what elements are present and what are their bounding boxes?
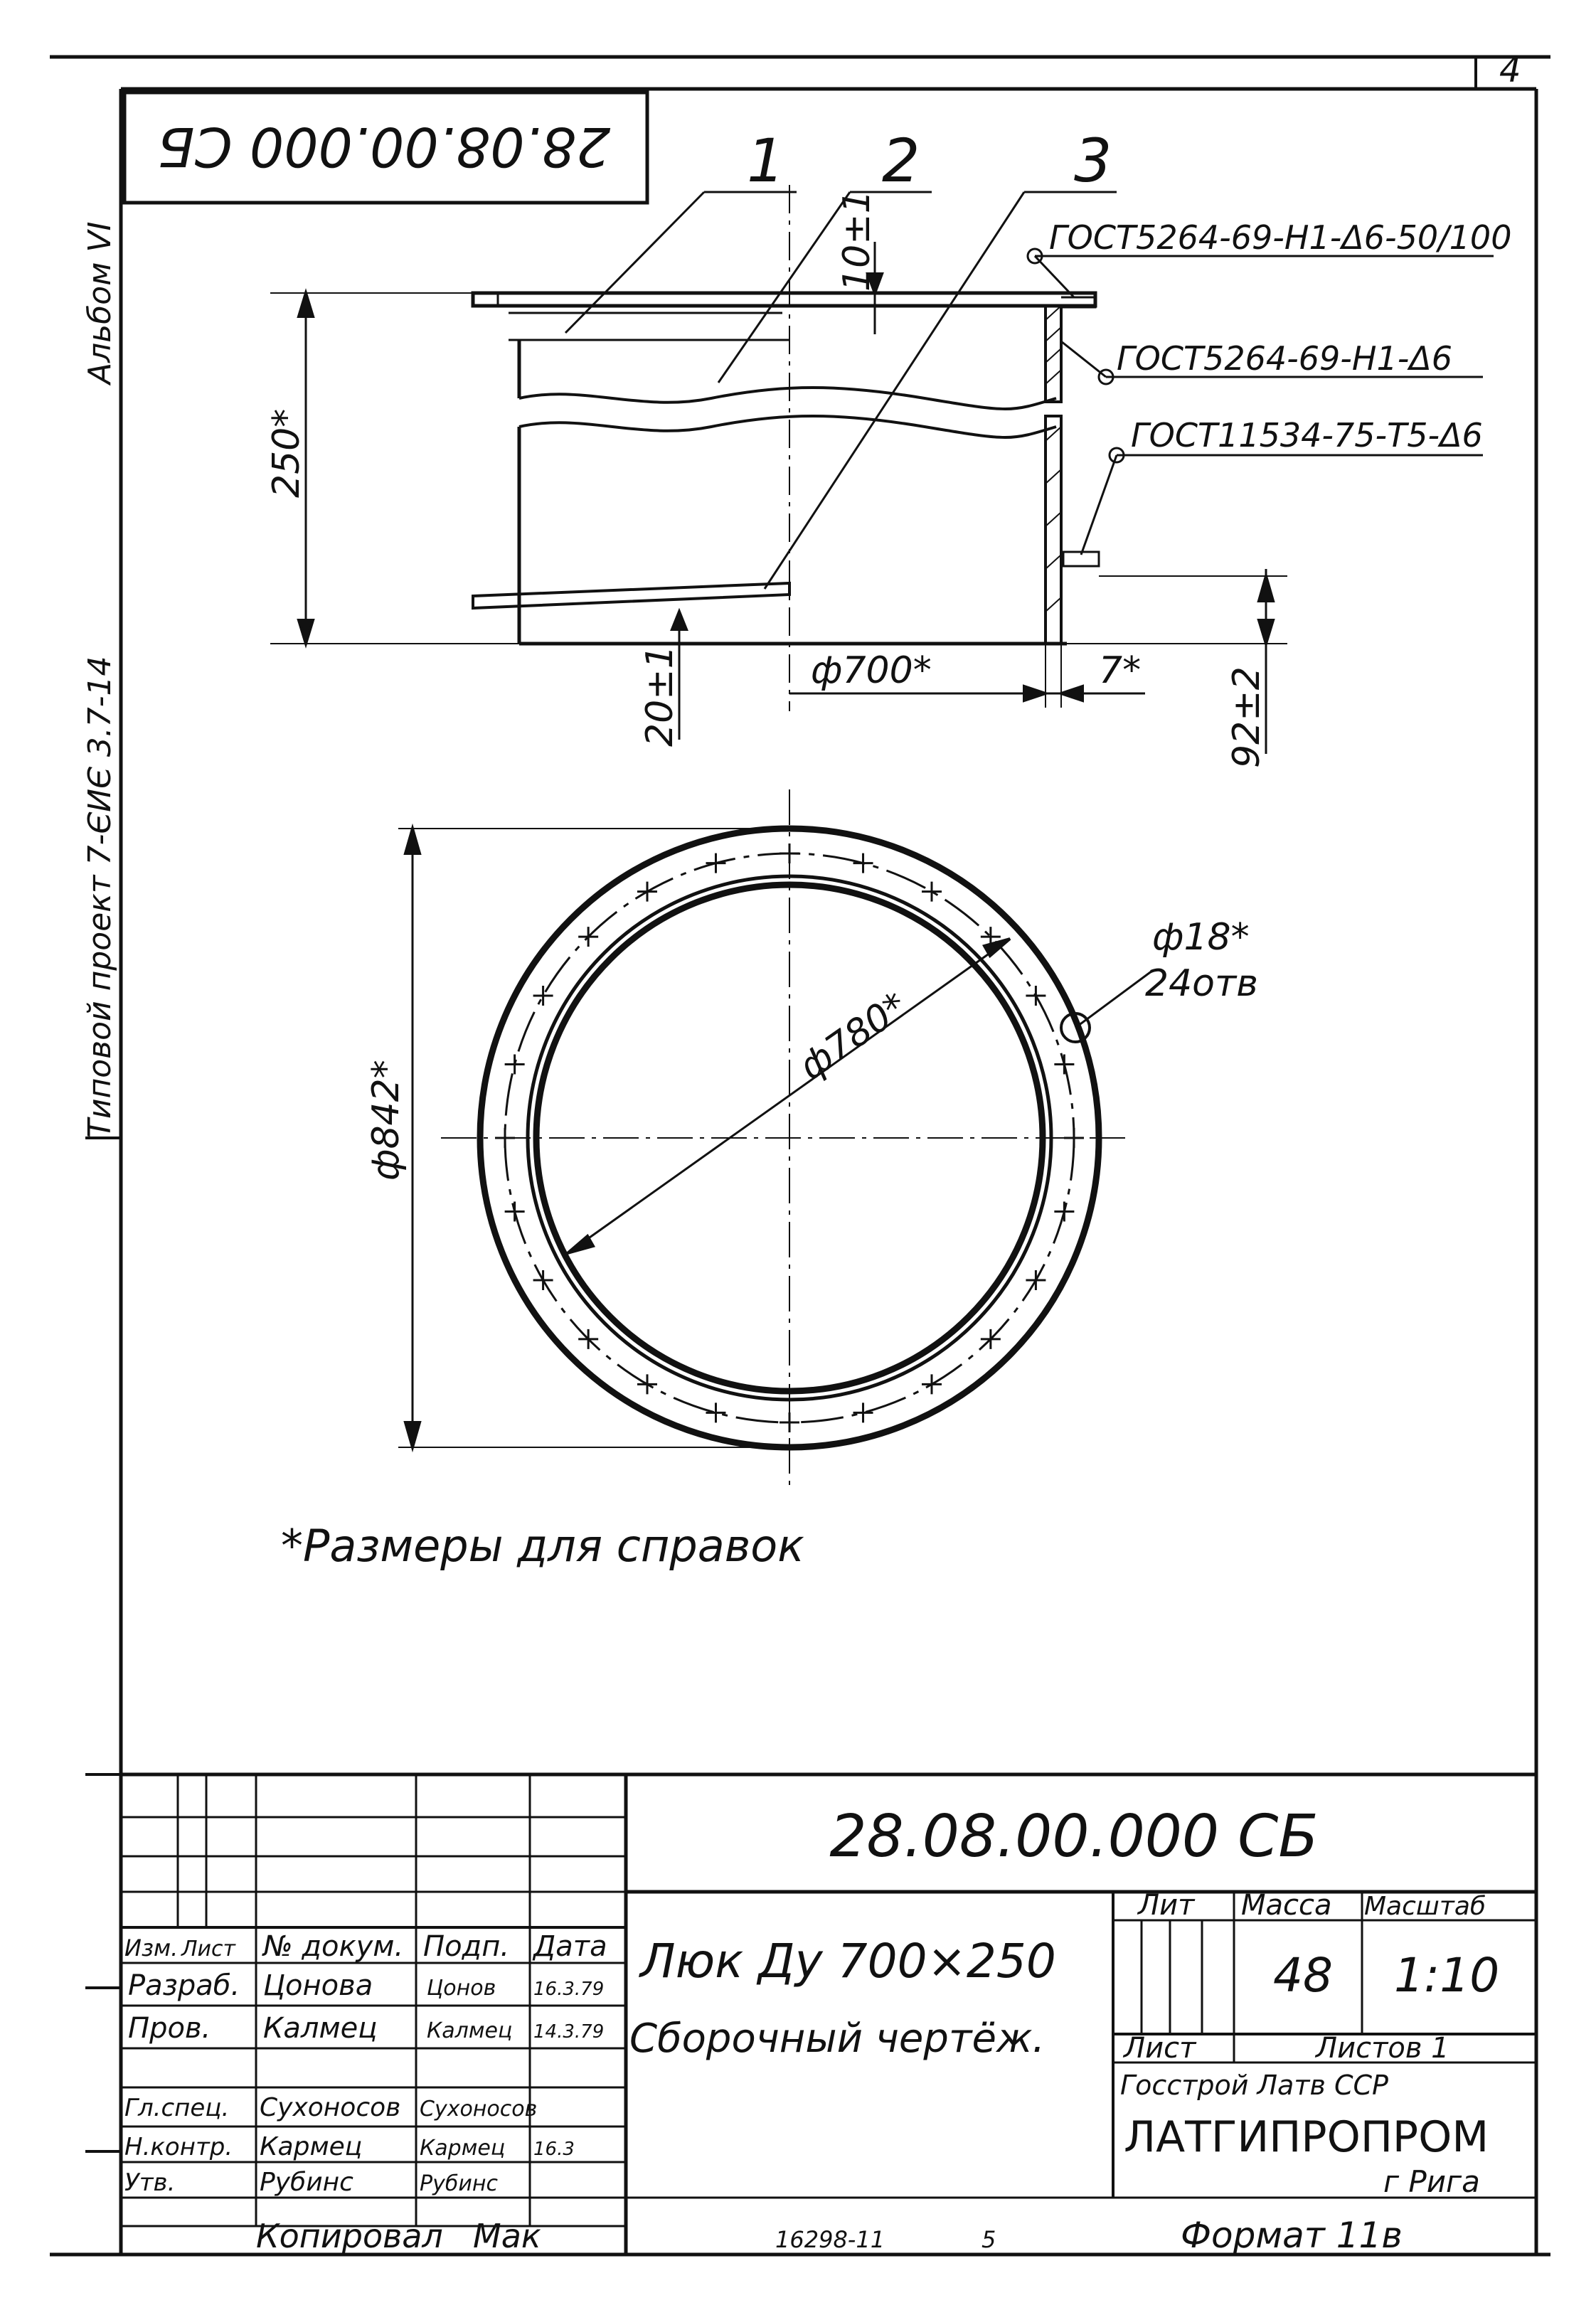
weld-note-3: ГОСТ11534-75-Т5-Δ6: [1131, 416, 1483, 454]
org-line-1: Госстрой Латв ССР: [1120, 2070, 1388, 2101]
callout-3: 3: [1074, 126, 1112, 196]
bolt-hole-mark: [533, 986, 553, 1006]
row-sign: Цонов: [427, 1976, 496, 2001]
approval-rows: Разраб. Цонова Цонов 16.3.79 Пров. Калме…: [124, 1969, 604, 2197]
bolt-hole-mark: [637, 1374, 657, 1395]
dim-hole-diameter: ф18*: [1152, 916, 1250, 959]
title-subname: Сборочный чертёж.: [629, 2016, 1045, 2062]
rotated-code-box: [122, 90, 649, 205]
dim-wall: 7*: [1099, 649, 1141, 692]
bolt-hole-mark: [1026, 986, 1046, 1006]
dim-flange-thickness: 10±1: [836, 190, 878, 292]
row-name: Кармец: [260, 2132, 362, 2161]
dim-outer-diameter: ф842*: [365, 1060, 408, 1181]
org-line-2: ЛАТГИПРОПРОМ: [1124, 2112, 1489, 2162]
row-date: 16.3: [533, 2139, 575, 2160]
bolt-hole-mark: [504, 1054, 525, 1075]
bolt-hole-mark: [780, 843, 799, 863]
corner-number: 4: [1499, 50, 1521, 90]
row-role: Н.контр.: [124, 2133, 233, 2161]
callout-1: 1: [747, 126, 784, 196]
row-name: Калмец: [263, 2012, 378, 2045]
dim-ring-offset: 20±1: [639, 645, 681, 747]
row-sign: Рубинс: [420, 2171, 498, 2196]
bolt-hole-mark: [1064, 1128, 1084, 1148]
row-sign: Калмец: [427, 2018, 512, 2043]
footer-copied: Копировал: [256, 2217, 443, 2255]
dim-height: 250*: [265, 409, 308, 498]
bolt-hole-mark: [706, 853, 726, 873]
bolt-hole-mark: [1026, 1270, 1046, 1290]
rotated-code: 28.08.00.000 СБ: [157, 115, 610, 179]
side-view: [270, 185, 1494, 754]
bolt-hole-mark: [578, 927, 599, 947]
dim-hole-count: 24отв: [1145, 962, 1258, 1005]
col-header-doc: № докум.: [262, 1930, 403, 1963]
bolt-hole-mark: [922, 881, 942, 902]
bolt-hole-marks: [495, 843, 1084, 1432]
side-album-text: Альбом VI: [82, 222, 118, 386]
bolt-hole-mark: [980, 927, 1001, 947]
title-doc-code: 28.08.00.000 СБ: [829, 1803, 1318, 1870]
row-name: Цонова: [263, 1969, 373, 2002]
col-header-list: Лист: [181, 1937, 237, 1962]
bolt-hole-mark: [578, 1329, 599, 1349]
bolt-hole-mark: [706, 1402, 726, 1423]
col-header-sign: Подп.: [423, 1930, 509, 1963]
org-city: г Рига: [1383, 2164, 1480, 2199]
bolt-hole-mark: [495, 1128, 515, 1148]
row-date: 16.3.79: [533, 1979, 604, 2000]
bolt-hole-mark: [1054, 1054, 1075, 1075]
side-project-text: Типовой проект 7-ЄИЄ 3.7-14: [82, 656, 118, 1138]
row-name: Сухоносов: [260, 2093, 400, 2122]
row-role: Гл.спец.: [124, 2094, 229, 2122]
col-header-izm: Изм.: [124, 1934, 178, 1962]
sheet-label: Лист: [1122, 2032, 1197, 2065]
row-role: Разраб.: [128, 1969, 240, 2002]
footer-copier: Мак: [473, 2217, 541, 2255]
weld-note-2: ГОСТ5264-69-Н1-Δ6: [1117, 339, 1452, 378]
plan-view: [398, 789, 1153, 1486]
title-block-grid: [119, 1772, 1538, 2257]
mass-value: 48: [1273, 1948, 1333, 2003]
row-date: 14.3.79: [533, 2021, 604, 2043]
title-name: Люк Ду 700×250: [639, 1934, 1056, 1989]
row-role: Утв.: [124, 2168, 175, 2197]
bolt-hole-mark: [980, 1329, 1001, 1349]
callout-2: 2: [882, 126, 920, 196]
mass-label: Масса: [1241, 1889, 1332, 1922]
footer-order: 16298-11: [775, 2226, 885, 2253]
row-name: Рубинс: [260, 2168, 353, 2197]
sheets-label: Листов 1: [1314, 2032, 1449, 2065]
scale-value: 1:10: [1394, 1948, 1499, 2003]
footer-page: 5: [981, 2226, 996, 2253]
footer-format: Формат 11в: [1181, 2215, 1403, 2256]
bolt-hole-mark: [637, 881, 657, 902]
bolt-hole-mark: [853, 853, 873, 873]
bolt-hole-mark: [922, 1374, 942, 1395]
dim-ring-position: 92±2: [1225, 666, 1268, 768]
weld-note-1: ГОСТ5264-69-Н1-Δ6-50/100: [1049, 218, 1511, 257]
bolt-hole-mark: [533, 1270, 553, 1290]
bolt-hole-mark: [1054, 1201, 1075, 1222]
scale-label: Масштаб: [1364, 1892, 1486, 1921]
bolt-hole-mark: [853, 1402, 873, 1423]
col-header-date: Дата: [532, 1930, 607, 1963]
bolt-hole-mark: [780, 1412, 799, 1432]
row-sign: Кармец: [420, 2136, 505, 2161]
row-sign: Сухоносов: [420, 2097, 537, 2122]
dim-diameter-700: ф700*: [811, 649, 932, 692]
lit-label: Лит: [1137, 1889, 1196, 1922]
row-role: Пров.: [128, 2012, 211, 2045]
dim-pcd: ф780*: [792, 984, 915, 1088]
reference-note: *Размеры для справок: [281, 1520, 804, 1572]
bolt-hole-mark: [504, 1201, 525, 1222]
